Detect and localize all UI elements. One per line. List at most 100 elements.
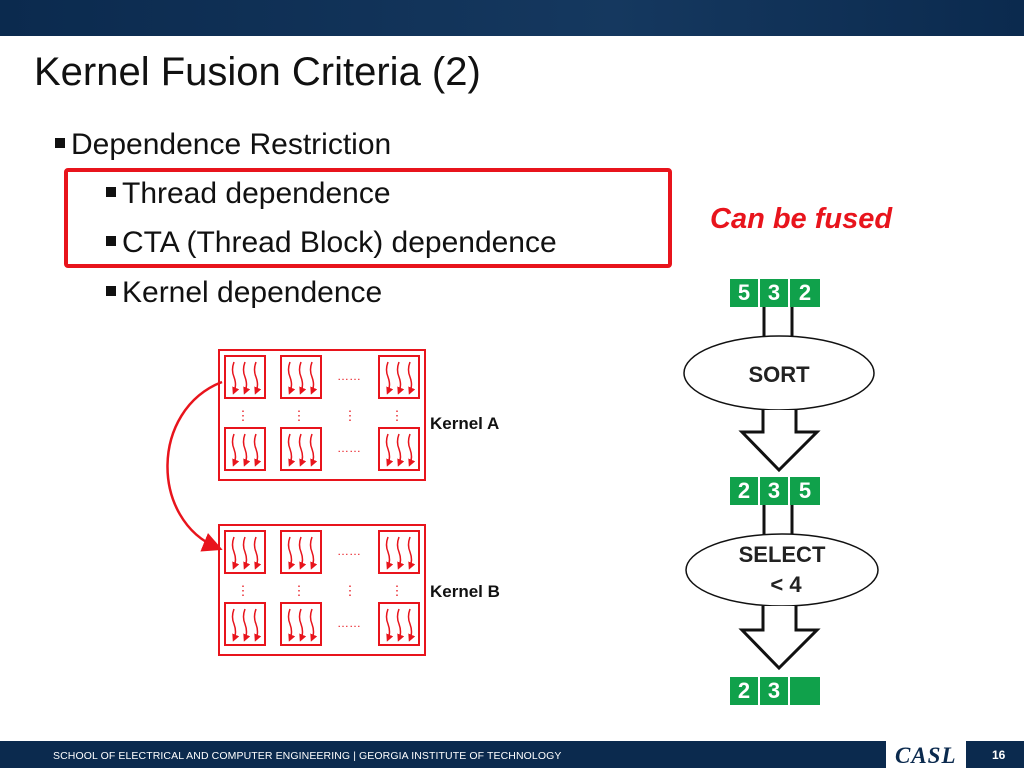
- thread-arrow: [385, 361, 394, 395]
- can-be-fused-note: Can be fused: [710, 203, 893, 235]
- thread-arrow: [385, 608, 394, 642]
- thread-arrow: [287, 361, 296, 395]
- ellipsis-vertical: ⋮: [293, 583, 306, 598]
- ellipsis-vertical: ⋮: [344, 583, 357, 598]
- bullet-square-icon: [55, 138, 65, 149]
- thread-arrow: [231, 608, 240, 642]
- thread-arrow: [231, 536, 240, 570]
- thread-block: [224, 530, 266, 574]
- ellipsis-horizontal: ……: [337, 441, 361, 455]
- array-cell: 2: [730, 677, 760, 705]
- thread-arrow: [309, 433, 318, 467]
- thread-arrow: [242, 536, 251, 570]
- thread-arrow: [253, 433, 262, 467]
- thread-arrow: [309, 536, 318, 570]
- ellipsis-vertical: ⋮: [344, 408, 357, 423]
- thread-block: [224, 355, 266, 399]
- ellipsis-horizontal: ……: [337, 616, 361, 630]
- sorted-array: 2 3 5: [730, 477, 820, 505]
- output-array: 2 3: [730, 677, 820, 705]
- thread-arrow: [396, 608, 405, 642]
- thread-arrow: [287, 536, 296, 570]
- thread-arrow: [287, 433, 296, 467]
- thread-arrow: [231, 433, 240, 467]
- bullet-square-icon: [106, 236, 116, 247]
- thread-block: [378, 355, 420, 399]
- bullet-cta-dependence: CTA (Thread Block) dependence: [106, 226, 557, 260]
- thread-arrow: [242, 608, 251, 642]
- thread-arrow: [298, 433, 307, 467]
- thread-block: [224, 602, 266, 646]
- thread-block: [378, 427, 420, 471]
- page-number-background: [966, 741, 1024, 768]
- top-banner: [0, 0, 1024, 36]
- thread-arrow: [231, 361, 240, 395]
- array-cell: 5: [730, 279, 760, 307]
- thread-block: [224, 427, 266, 471]
- highlight-box: [64, 168, 672, 268]
- kernel-b-grid: …… …… ⋮ ⋮ ⋮ ⋮: [218, 524, 426, 656]
- array-cell: 3: [760, 477, 790, 505]
- bullet-text: Thread dependence: [122, 177, 391, 210]
- bullet-square-icon: [106, 187, 116, 198]
- thread-block: [280, 530, 322, 574]
- thread-arrow: [407, 536, 416, 570]
- thread-arrow: [407, 361, 416, 395]
- thread-block: [280, 602, 322, 646]
- thread-block: [280, 427, 322, 471]
- array-cell: 2: [790, 279, 820, 307]
- thread-arrow: [253, 608, 262, 642]
- ellipsis-vertical: ⋮: [391, 583, 404, 598]
- thread-block: [280, 355, 322, 399]
- footer-text: SCHOOL OF ELECTRICAL AND COMPUTER ENGINE…: [53, 750, 562, 762]
- thread-arrow: [253, 361, 262, 395]
- ellipsis-vertical: ⋮: [237, 408, 250, 423]
- array-cell: 3: [760, 677, 790, 705]
- ellipsis-vertical: ⋮: [293, 408, 306, 423]
- kernel-b-label: Kernel B: [430, 582, 500, 601]
- thread-arrow: [396, 361, 405, 395]
- ellipsis-horizontal: ……: [337, 544, 361, 558]
- kernel-a-label: Kernel A: [430, 414, 500, 433]
- thread-arrow: [242, 433, 251, 467]
- thread-arrow: [407, 608, 416, 642]
- bullet-thread-dependence: Thread dependence: [106, 177, 391, 211]
- ellipsis-vertical: ⋮: [237, 583, 250, 598]
- thread-block: [378, 602, 420, 646]
- thread-arrow: [298, 536, 307, 570]
- ellipsis-horizontal: ……: [337, 369, 361, 383]
- input-array: 5 3 2: [730, 279, 820, 307]
- bullet-kernel-dependence: Kernel dependence: [106, 276, 382, 310]
- thread-arrow: [309, 361, 318, 395]
- casl-logo: CASL: [895, 743, 957, 768]
- thread-arrow: [287, 608, 296, 642]
- thread-arrow: [396, 536, 405, 570]
- thread-block: [378, 530, 420, 574]
- footer-bar: [0, 741, 886, 768]
- thread-arrow: [385, 536, 394, 570]
- kernel-dependence-arrow: [166, 380, 223, 552]
- bullet-dependence-restriction: Dependence Restriction: [55, 128, 391, 162]
- thread-arrow: [298, 608, 307, 642]
- bullet-text: Kernel dependence: [122, 276, 383, 309]
- array-cell: 5: [790, 477, 820, 505]
- array-cell: 2: [730, 477, 760, 505]
- thread-arrow: [396, 433, 405, 467]
- bullet-square-icon: [106, 286, 116, 297]
- logo-background: [886, 741, 966, 768]
- thread-arrow: [298, 361, 307, 395]
- thread-arrow: [253, 536, 262, 570]
- page-number: 16: [992, 748, 1006, 762]
- array-cell: [790, 677, 820, 705]
- bullet-text: CTA (Thread Block) dependence: [122, 226, 557, 259]
- bullet-text: Dependence Restriction: [71, 128, 392, 161]
- slide-title: Kernel Fusion Criteria (2): [34, 50, 481, 94]
- kernel-a-grid: …… …… ⋮ ⋮ ⋮ ⋮: [218, 349, 426, 481]
- thread-arrow: [309, 608, 318, 642]
- thread-arrow: [407, 433, 416, 467]
- ellipsis-vertical: ⋮: [391, 408, 404, 423]
- array-cell: 3: [760, 279, 790, 307]
- thread-arrow: [242, 361, 251, 395]
- thread-arrow: [385, 433, 394, 467]
